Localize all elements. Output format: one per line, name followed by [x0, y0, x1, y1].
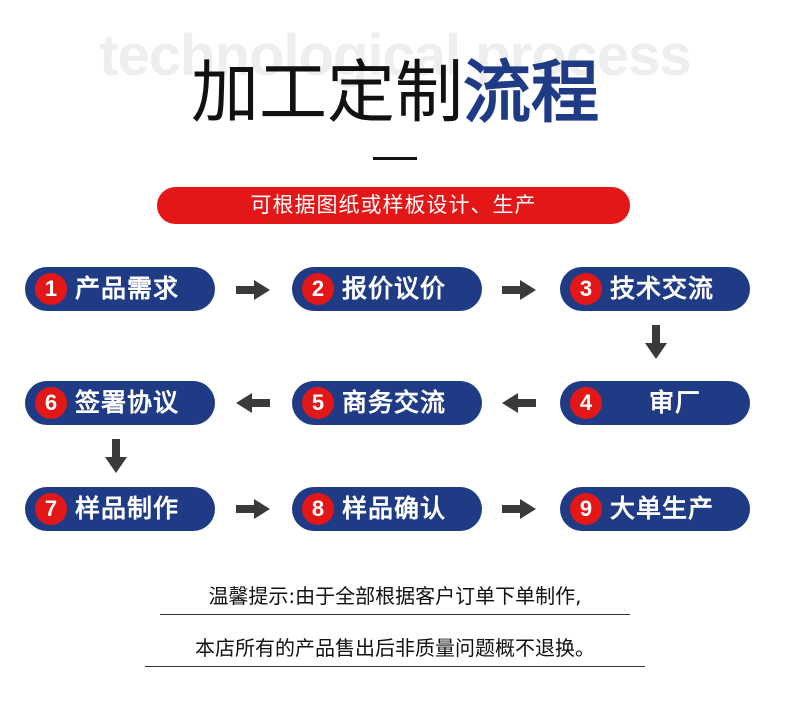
notice-line-1: 温馨提示:由于全部根据客户订单下单制作,	[208, 584, 582, 608]
step-label: 审厂	[648, 388, 701, 417]
step-7: 7 样品制作	[25, 487, 215, 531]
step-number: 3	[570, 273, 602, 305]
step-number: 5	[302, 387, 334, 419]
arrow-down-icon	[645, 325, 667, 359]
arrow-down-icon	[105, 439, 127, 473]
arrow-left-icon	[236, 393, 270, 413]
step-2: 2 报价议价	[292, 267, 482, 311]
arrow-right-icon	[502, 499, 536, 519]
step-label: 商务交流	[342, 388, 447, 417]
title-divider	[373, 157, 417, 160]
arrow-right-icon	[236, 280, 270, 300]
step-number: 2	[302, 273, 334, 305]
subtitle-banner: 可根据图纸或样板设计、生产	[157, 187, 630, 224]
step-label: 产品需求	[75, 274, 180, 303]
step-label: 大单生产	[610, 494, 715, 523]
step-number: 7	[35, 493, 67, 525]
step-6: 6 签署协议	[25, 381, 215, 425]
step-label: 签署协议	[75, 388, 180, 417]
step-label: 样品确认	[342, 494, 447, 523]
step-label: 技术交流	[610, 274, 715, 303]
arrow-right-icon	[236, 499, 270, 519]
step-9: 9 大单生产	[560, 487, 750, 531]
step-number: 9	[570, 493, 602, 525]
title-main: 加工定制	[190, 54, 463, 133]
step-number: 1	[35, 273, 67, 305]
step-3: 3 技术交流	[560, 267, 750, 311]
step-4: 4 审厂	[560, 381, 750, 425]
step-label: 报价议价	[342, 274, 447, 303]
arrow-right-icon	[502, 280, 536, 300]
step-8: 8 样品确认	[292, 487, 482, 531]
notice-underline-1	[160, 614, 630, 615]
step-number: 4	[570, 387, 602, 419]
watermark-text: technological process	[99, 23, 691, 88]
page-title: 加工定制流程	[0, 52, 790, 136]
step-1: 1 产品需求	[25, 267, 215, 311]
step-number: 8	[302, 493, 334, 525]
step-number: 6	[35, 387, 67, 419]
step-label: 样品制作	[75, 494, 180, 523]
notice-line-2: 本店所有的产品售出后非质量问题概不退换。	[195, 636, 595, 660]
arrow-left-icon	[502, 393, 536, 413]
title-accent: 流程	[463, 54, 600, 133]
step-5: 5 商务交流	[292, 381, 482, 425]
notice-underline-2	[145, 666, 645, 667]
